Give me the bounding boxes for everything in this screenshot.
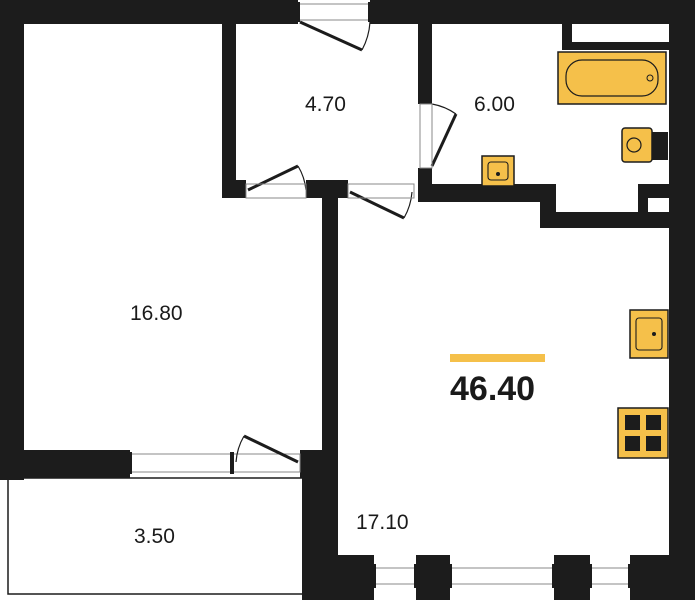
balcony-door-swing xyxy=(235,435,245,463)
wall-bath-bottom xyxy=(418,184,552,202)
window-bottom-1 xyxy=(373,567,417,585)
wall-top-left xyxy=(0,0,298,24)
wall-bath-step xyxy=(540,184,556,220)
kitchen-sink-icon xyxy=(629,309,669,359)
total-area: 46.40 xyxy=(450,370,536,408)
total-area-accent-bar xyxy=(450,354,545,362)
door-post xyxy=(368,2,372,22)
window-posts xyxy=(128,2,632,588)
bathroom-sink-icon xyxy=(481,155,515,187)
bath-door-leaf xyxy=(430,113,458,167)
room-area-hallway: 4.70 xyxy=(305,93,346,116)
balcony-door-frame xyxy=(129,453,301,473)
wall-bedroom-bottom-left xyxy=(0,450,130,478)
door-post xyxy=(230,452,234,474)
balcony-outline xyxy=(7,477,305,595)
wall-living-bottom-mid2 xyxy=(554,555,590,600)
balcony-door-leaf xyxy=(243,434,299,464)
wall-bath-corner xyxy=(638,184,695,198)
wall-left xyxy=(0,0,24,480)
stove-icon xyxy=(617,407,669,459)
wall-bath-alcove-top xyxy=(562,42,672,50)
window-post xyxy=(588,564,592,588)
wall-hall-bottom-left xyxy=(222,180,246,198)
window-post xyxy=(552,564,556,588)
door-post xyxy=(296,2,300,22)
window-post xyxy=(414,564,418,588)
living-door-frame xyxy=(347,183,415,199)
fixtures xyxy=(481,51,669,459)
wall-right-upper xyxy=(669,0,695,186)
bedroom-door-frame xyxy=(245,183,307,199)
window-post xyxy=(372,564,376,588)
room-area-bedroom: 16.80 xyxy=(130,302,183,325)
window-bottom-3 xyxy=(589,567,631,585)
wall-hall-bath xyxy=(418,20,432,104)
living-door-leaf xyxy=(349,190,405,220)
wall-bedroom-living xyxy=(322,190,338,490)
bath-door-swing xyxy=(431,103,457,115)
wall-hall-bottom-mid xyxy=(306,180,348,198)
room-area-bathroom: 6.00 xyxy=(474,93,515,116)
wall-living-bottom-left xyxy=(330,555,374,600)
toilet-icon xyxy=(621,127,668,163)
living-door-swing xyxy=(403,191,413,219)
windows xyxy=(129,3,631,585)
bathtub-icon xyxy=(557,51,667,105)
wall-hall-left xyxy=(222,20,236,192)
window-bottom-2 xyxy=(449,567,555,585)
top-door-frame xyxy=(297,3,371,21)
door-post xyxy=(128,452,132,474)
wall-bath-alcove xyxy=(562,20,572,50)
window-post xyxy=(448,564,452,588)
room-area-living-kitchen: 17.10 xyxy=(356,511,409,534)
wall-bath-bottom-right xyxy=(540,212,695,228)
wall-living-bottom-right xyxy=(630,555,695,600)
bedroom-door-leaf xyxy=(247,164,299,192)
entrance-door-swing xyxy=(361,21,371,51)
bedroom-door-swing xyxy=(297,165,307,191)
room-area-balcony: 3.50 xyxy=(134,525,175,548)
wall-bath-corner-post xyxy=(638,184,648,224)
window-post xyxy=(628,564,632,588)
entrance-door-leaf xyxy=(299,20,363,52)
wall-living-bottom-mid1 xyxy=(416,555,450,600)
wall-right-lower xyxy=(669,186,695,558)
bath-door-frame xyxy=(419,103,433,169)
doors xyxy=(235,20,458,464)
